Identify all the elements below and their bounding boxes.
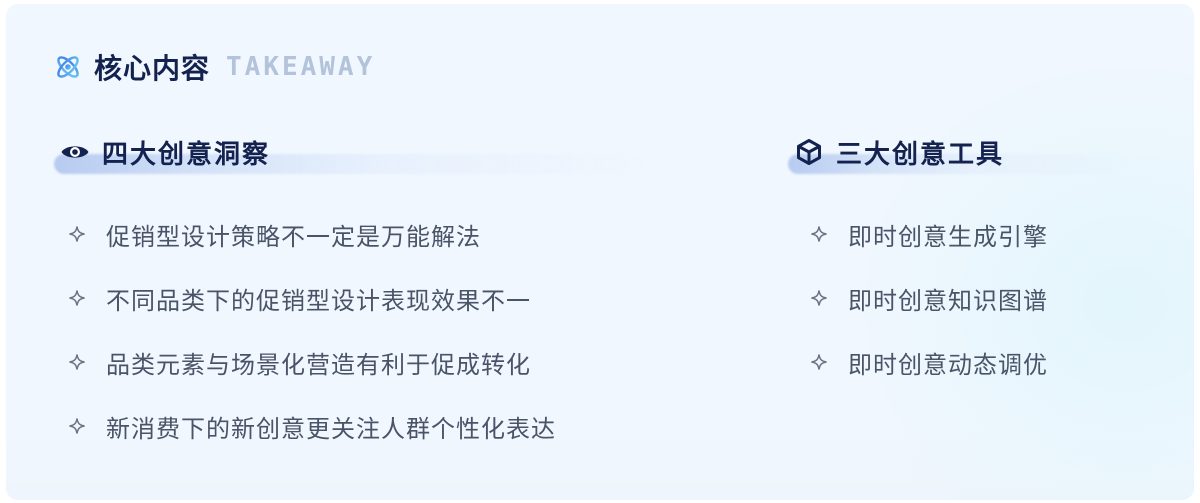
- sparkle-icon: [66, 287, 88, 309]
- eye-icon: [60, 138, 90, 166]
- tools-heading: 三大创意工具: [786, 132, 1146, 174]
- tools-list: 即时创意生成引擎 即时创意知识图谱 即时创意动态调优: [786, 202, 1146, 394]
- sparkle-icon: [66, 223, 88, 245]
- page-subtitle: TAKEAWAY: [226, 52, 376, 82]
- page-title: 核心内容: [94, 52, 211, 85]
- tools-section: 三大创意工具 即时创意生成引擎 即时创意知识图谱 即时创意动态调优: [786, 132, 1146, 394]
- insight-text: 品类元素与场景化营造有利于促成转化: [106, 350, 531, 379]
- list-item: 即时创意动态调优: [808, 330, 1146, 394]
- list-item: 品类元素与场景化营造有利于促成转化: [66, 330, 652, 394]
- tool-text: 即时创意知识图谱: [848, 286, 1048, 315]
- heading-underline-bar: [54, 154, 644, 174]
- insights-title: 四大创意洞察: [102, 139, 271, 170]
- takeaway-card: 核心内容 TAKEAWAY 四大创意洞察 促销型设计策略不一定是万能解法: [6, 4, 1194, 500]
- list-item: 不同品类下的促销型设计表现效果不一: [66, 266, 652, 330]
- sparkle-icon: [808, 287, 830, 309]
- list-item: 即时创意生成引擎: [808, 202, 1146, 266]
- cube-icon: [794, 138, 824, 166]
- insights-heading: 四大创意洞察: [52, 132, 652, 174]
- list-item: 促销型设计策略不一定是万能解法: [66, 202, 652, 266]
- sparkle-icon: [808, 223, 830, 245]
- atom-icon: [54, 53, 82, 81]
- heading-underline-bar: [788, 154, 1128, 174]
- sparkle-icon: [66, 415, 88, 437]
- insights-section: 四大创意洞察 促销型设计策略不一定是万能解法 不同品类下的促销型设计表现效果不一…: [52, 132, 652, 458]
- list-item: 即时创意知识图谱: [808, 266, 1146, 330]
- list-item: 新消费下的新创意更关注人群个性化表达: [66, 394, 652, 458]
- tools-title: 三大创意工具: [836, 139, 1005, 170]
- sparkle-icon: [66, 351, 88, 373]
- page-header: 核心内容 TAKEAWAY: [54, 50, 376, 85]
- insight-text: 不同品类下的促销型设计表现效果不一: [106, 286, 531, 315]
- insight-text: 新消费下的新创意更关注人群个性化表达: [106, 414, 556, 443]
- insights-list: 促销型设计策略不一定是万能解法 不同品类下的促销型设计表现效果不一 品类元素与场…: [52, 202, 652, 458]
- insight-text: 促销型设计策略不一定是万能解法: [106, 222, 481, 251]
- sparkle-icon: [808, 351, 830, 373]
- tool-text: 即时创意动态调优: [848, 350, 1048, 379]
- tool-text: 即时创意生成引擎: [848, 222, 1048, 251]
